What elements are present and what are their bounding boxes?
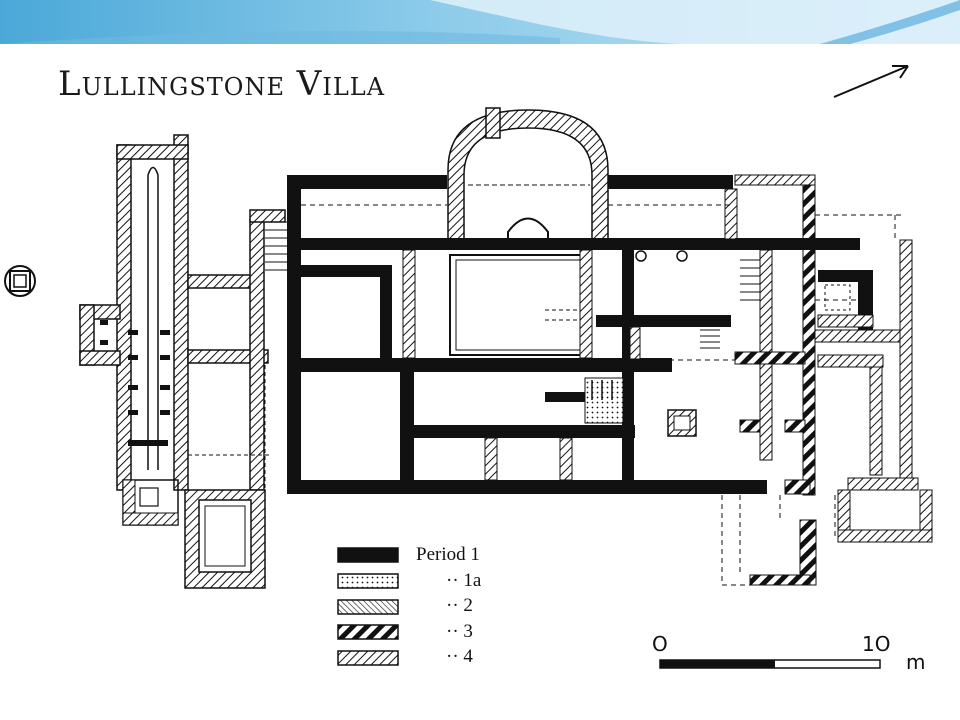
east-wing	[721, 174, 933, 586]
legend-label-1a: ·· 1a	[446, 570, 482, 591]
slide-title: Lullingstone Villa	[58, 64, 386, 104]
west-wing	[79, 134, 286, 589]
legend-label-period-1: Period 1	[416, 544, 480, 565]
legend-swatch-bold-hatch	[337, 624, 399, 640]
main-block	[265, 175, 767, 494]
scale-start-label: O	[652, 632, 668, 656]
legend-swatch-hatch	[337, 650, 399, 666]
legend-swatch-dotted	[337, 573, 399, 589]
square-marker-icon	[4, 265, 36, 297]
legend-swatch-solid	[337, 547, 399, 563]
legend-label-3: ·· 3	[446, 621, 473, 642]
legend	[337, 547, 399, 666]
legend-swatch-fine-hatch	[337, 599, 399, 615]
slide-banner	[0, 0, 960, 44]
legend-label-2: ·· 2	[446, 595, 473, 616]
scale-end-label: 1O	[862, 632, 891, 656]
apse	[447, 107, 609, 248]
legend-label-4: ·· 4	[446, 646, 473, 667]
scale-unit-label: m	[906, 650, 926, 674]
scale-bar	[659, 659, 881, 669]
arrow-up-right-icon	[833, 65, 909, 98]
